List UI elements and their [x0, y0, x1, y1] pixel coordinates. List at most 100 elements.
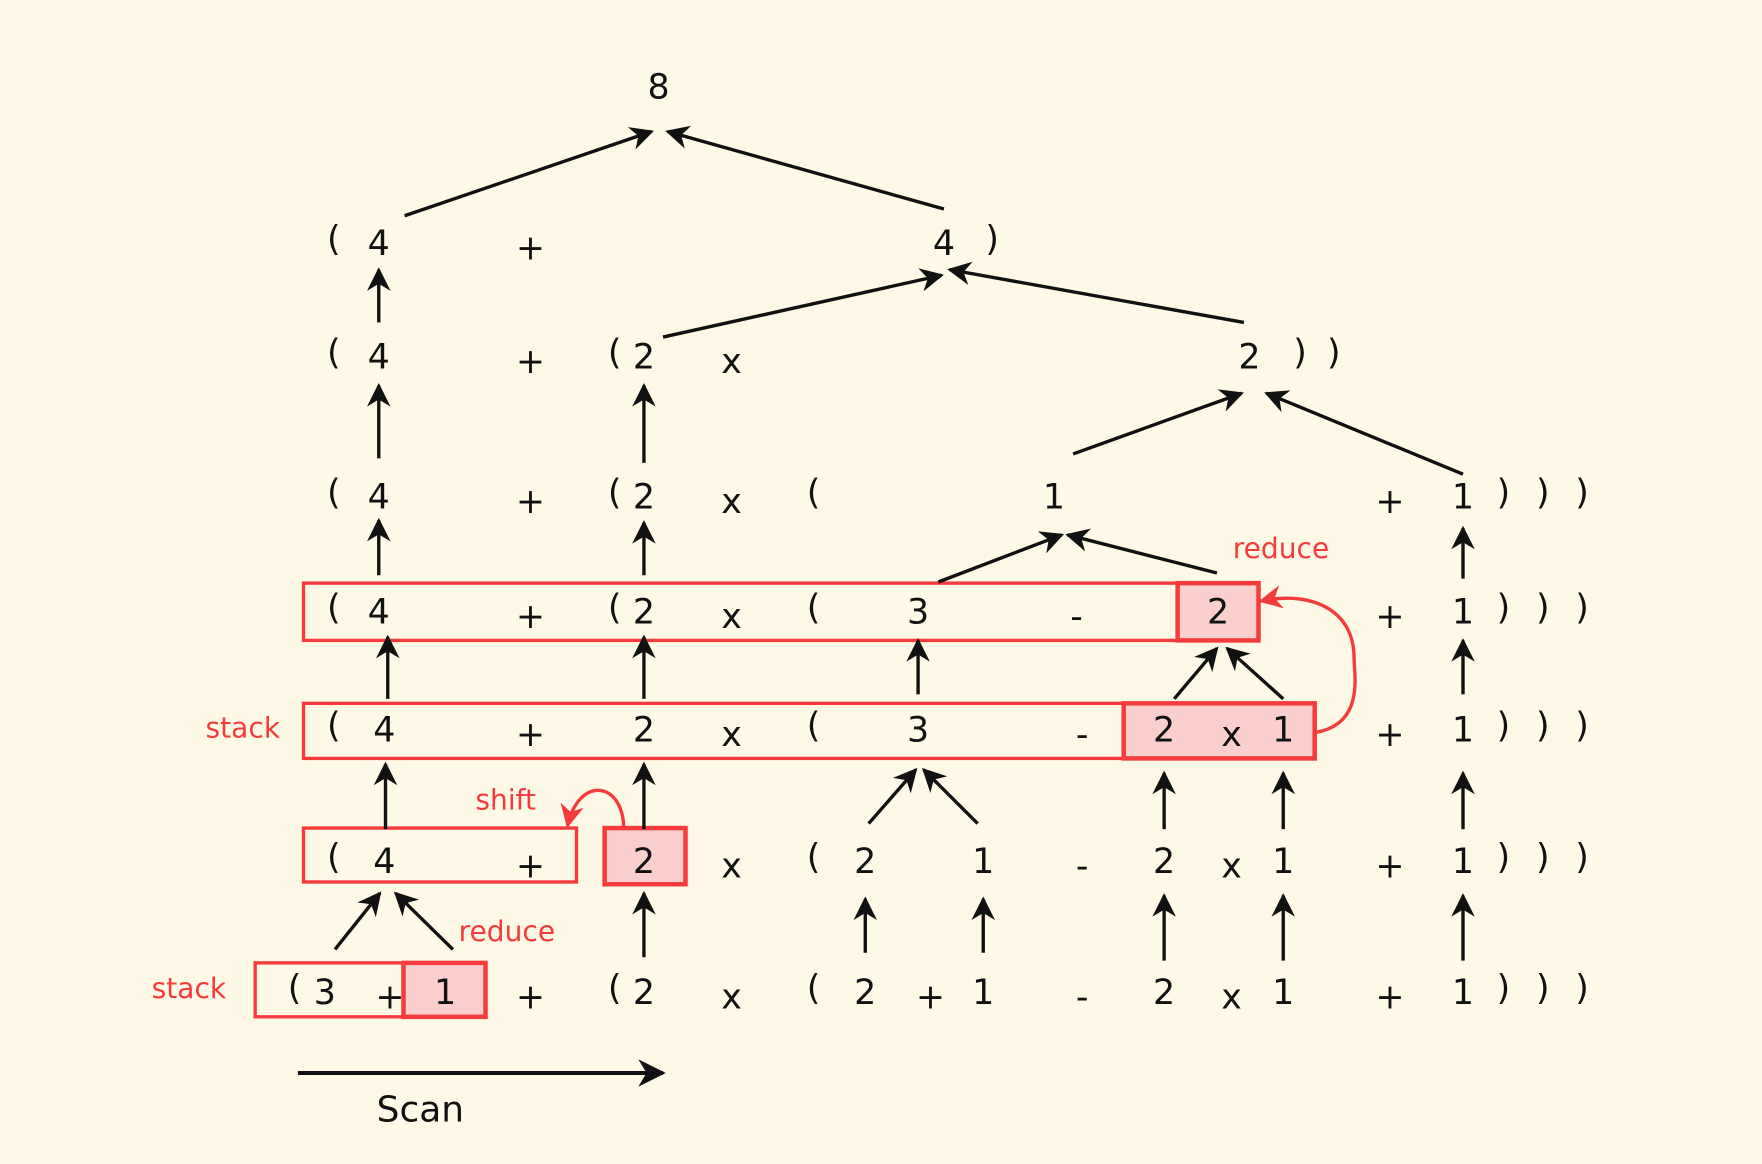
stack-label-bottom: stack	[152, 972, 227, 1005]
token: +	[916, 978, 945, 1018]
stack-boxes	[253, 580, 1317, 1020]
arrow	[333, 891, 382, 951]
token: (	[608, 333, 622, 373]
arrow	[404, 127, 655, 218]
token: +	[516, 978, 545, 1018]
token: (	[807, 837, 821, 877]
token: )	[1497, 473, 1511, 513]
token: 4	[933, 224, 955, 264]
token: -	[1076, 978, 1089, 1018]
arrow	[662, 268, 944, 339]
token: )	[1497, 969, 1511, 1009]
top-of-stack-row7	[401, 960, 488, 1020]
token: 4	[373, 710, 395, 750]
token: (	[327, 837, 341, 877]
token: 2	[1238, 337, 1260, 377]
token: 2	[633, 710, 655, 750]
token: 2	[1207, 592, 1229, 632]
top-of-stack-row4	[1175, 580, 1261, 643]
token: 1	[1272, 842, 1294, 882]
token: (	[288, 969, 302, 1009]
token: )	[985, 219, 999, 259]
arrow	[937, 531, 1065, 584]
token: (	[327, 473, 341, 513]
stack-box-row6	[301, 826, 579, 884]
token: x	[721, 597, 742, 637]
token: )	[1293, 333, 1307, 373]
token: (	[608, 473, 622, 513]
token: 2	[854, 842, 876, 882]
reduce-label-bottom: reduce	[459, 915, 556, 948]
token: )	[1497, 706, 1511, 746]
token: +	[375, 978, 404, 1018]
token: 3	[907, 710, 929, 750]
arrow	[1172, 646, 1219, 700]
token: )	[1536, 969, 1550, 1009]
token: )	[1575, 969, 1589, 1009]
token: )	[1575, 837, 1589, 877]
token: x	[1221, 846, 1242, 886]
arrow	[1065, 528, 1218, 575]
token: )	[1575, 473, 1589, 513]
token: )	[1497, 837, 1511, 877]
token: 1	[1043, 478, 1065, 518]
token: +	[1375, 978, 1404, 1018]
token: (	[327, 588, 341, 628]
token: )	[1536, 588, 1550, 628]
token: 1	[1452, 592, 1474, 632]
token: (	[608, 969, 622, 1009]
token: x	[721, 482, 742, 522]
token: +	[516, 715, 545, 755]
token: 2	[1153, 973, 1175, 1013]
token: 2	[1153, 710, 1175, 750]
arrow	[922, 767, 979, 825]
token: 2	[633, 337, 655, 377]
arrow	[393, 891, 455, 951]
stack-label-top: stack	[206, 712, 281, 745]
token: 2	[633, 973, 655, 1013]
token: 1	[434, 973, 456, 1013]
reduce-label-top: reduce	[1233, 532, 1330, 565]
token: +	[1375, 597, 1404, 637]
token: x	[721, 978, 742, 1018]
arrow	[1225, 646, 1285, 701]
token: +	[516, 342, 545, 382]
token: (	[807, 473, 821, 513]
token: 1	[1452, 478, 1474, 518]
token: +	[1375, 715, 1404, 755]
arrow	[867, 767, 918, 825]
shift-label: shift	[475, 783, 536, 816]
token: (	[807, 706, 821, 746]
token: +	[516, 482, 545, 522]
token: x	[1221, 978, 1242, 1018]
token: (	[327, 219, 341, 259]
arrow	[665, 125, 945, 211]
token: x	[721, 846, 742, 886]
token: 2	[633, 478, 655, 518]
arrow	[947, 261, 1245, 325]
token-row-1: (4+4)	[327, 219, 999, 268]
token: 4	[368, 478, 390, 518]
token: 2	[1153, 842, 1175, 882]
token: 4	[368, 592, 390, 632]
token: (	[327, 333, 341, 373]
token: 3	[907, 592, 929, 632]
arrow	[1072, 389, 1244, 456]
token: )	[1575, 588, 1589, 628]
token: 1	[1452, 973, 1474, 1013]
arrow	[1264, 390, 1464, 476]
token: (	[807, 588, 821, 628]
token: )	[1536, 837, 1550, 877]
token: x	[721, 715, 742, 755]
reduce-arrow	[1258, 585, 1357, 735]
token: 1	[1272, 973, 1294, 1013]
token: 1	[972, 973, 994, 1013]
